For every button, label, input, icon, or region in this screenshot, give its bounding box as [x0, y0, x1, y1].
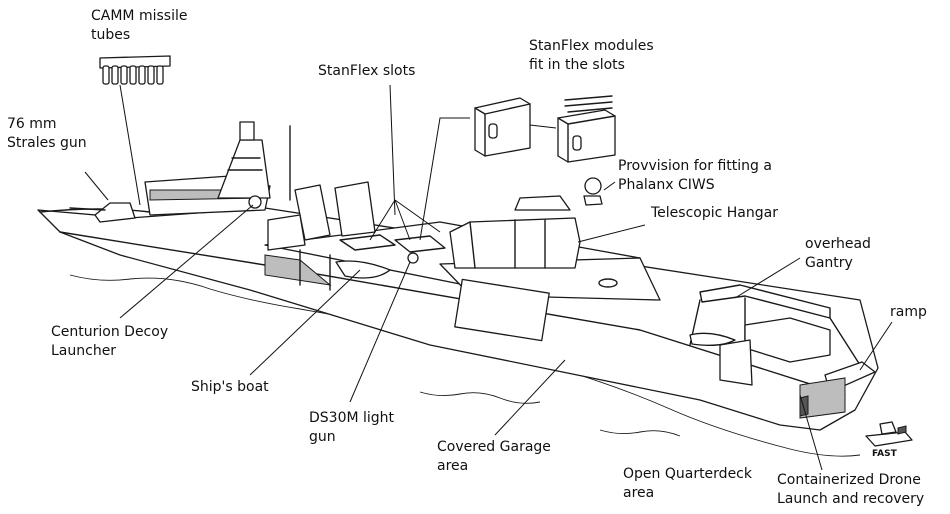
garage-window [454, 278, 550, 342]
ds30m-gun [407, 252, 419, 264]
label-line: Centurion Decoy [51, 324, 169, 340]
label-line: gun [309, 429, 336, 445]
label-line: overhead [805, 236, 871, 252]
label-line: Containerized Drone [777, 472, 921, 488]
label-line: DS30M light [309, 410, 395, 426]
label-line: StanFlex modules [529, 38, 654, 54]
fast-boat-icon [865, 421, 913, 447]
label-ramp: ramp [890, 303, 927, 322]
label-phalanx-ciws: Provvision for fitting a Phalanx CIWS [618, 157, 772, 195]
label-centurion-decoy-launcher: Centurion Decoy Launcher [51, 323, 168, 361]
camm-tubes-icon [99, 55, 171, 85]
stanflex-missile-module-icon [557, 95, 616, 163]
label-line: CAMM missile [91, 8, 188, 24]
mast [217, 139, 271, 199]
label-line: Covered Garage [437, 439, 551, 455]
label-line: Launcher [51, 343, 117, 359]
label-open-quarterdeck: Open Quarterdeck area [623, 465, 752, 503]
label-stanflex-slots: StanFlex slots [318, 62, 415, 81]
label-line: area [623, 485, 655, 501]
label-line: 76 mm [7, 116, 57, 132]
label-ships-boat: Ship's boat [191, 378, 269, 397]
label-line: Open Quarterdeck [623, 466, 752, 482]
label-76mm-gun: 76 mm Strales gun [7, 115, 87, 153]
label-line: Strales gun [7, 135, 87, 151]
slot-block-2 [334, 181, 376, 237]
label-line: Telescopic Hangar [651, 205, 778, 221]
leader-lines [84, 84, 893, 471]
label-line: Ship's boat [191, 379, 269, 395]
label-line: Phalanx CIWS [618, 177, 715, 193]
label-camm-missile-tubes: CAMM missile tubes [91, 7, 187, 45]
label-line: Gantry [805, 255, 853, 271]
label-covered-garage: Covered Garage area [437, 438, 551, 476]
label-line: fit in the slots [529, 57, 625, 73]
label-line: tubes [91, 27, 131, 43]
label-line: StanFlex slots [318, 63, 416, 79]
ships-boat [335, 260, 391, 279]
gun-76mm-turret [94, 202, 136, 223]
label-stanflex-modules: StanFlex modules fit in the slots [529, 37, 654, 75]
label-line: Provvision for fitting a [618, 158, 772, 174]
phalanx-ciws [583, 195, 603, 206]
label-overhead-gantry: overhead Gantry [805, 235, 871, 273]
label-line: ramp [890, 304, 927, 320]
label-telescopic-hangar: Telescopic Hangar [651, 204, 778, 223]
label-containerized-drone: Containerized Drone Launch and recovery [777, 471, 924, 509]
label-ds30m-gun: DS30M light gun [309, 409, 394, 447]
stanflex-module-box [474, 97, 531, 157]
decoy-launcher [248, 195, 262, 209]
label-line: Launch and recovery [777, 491, 925, 507]
label-line: area [437, 458, 469, 474]
label-fast: FAST [872, 449, 897, 459]
